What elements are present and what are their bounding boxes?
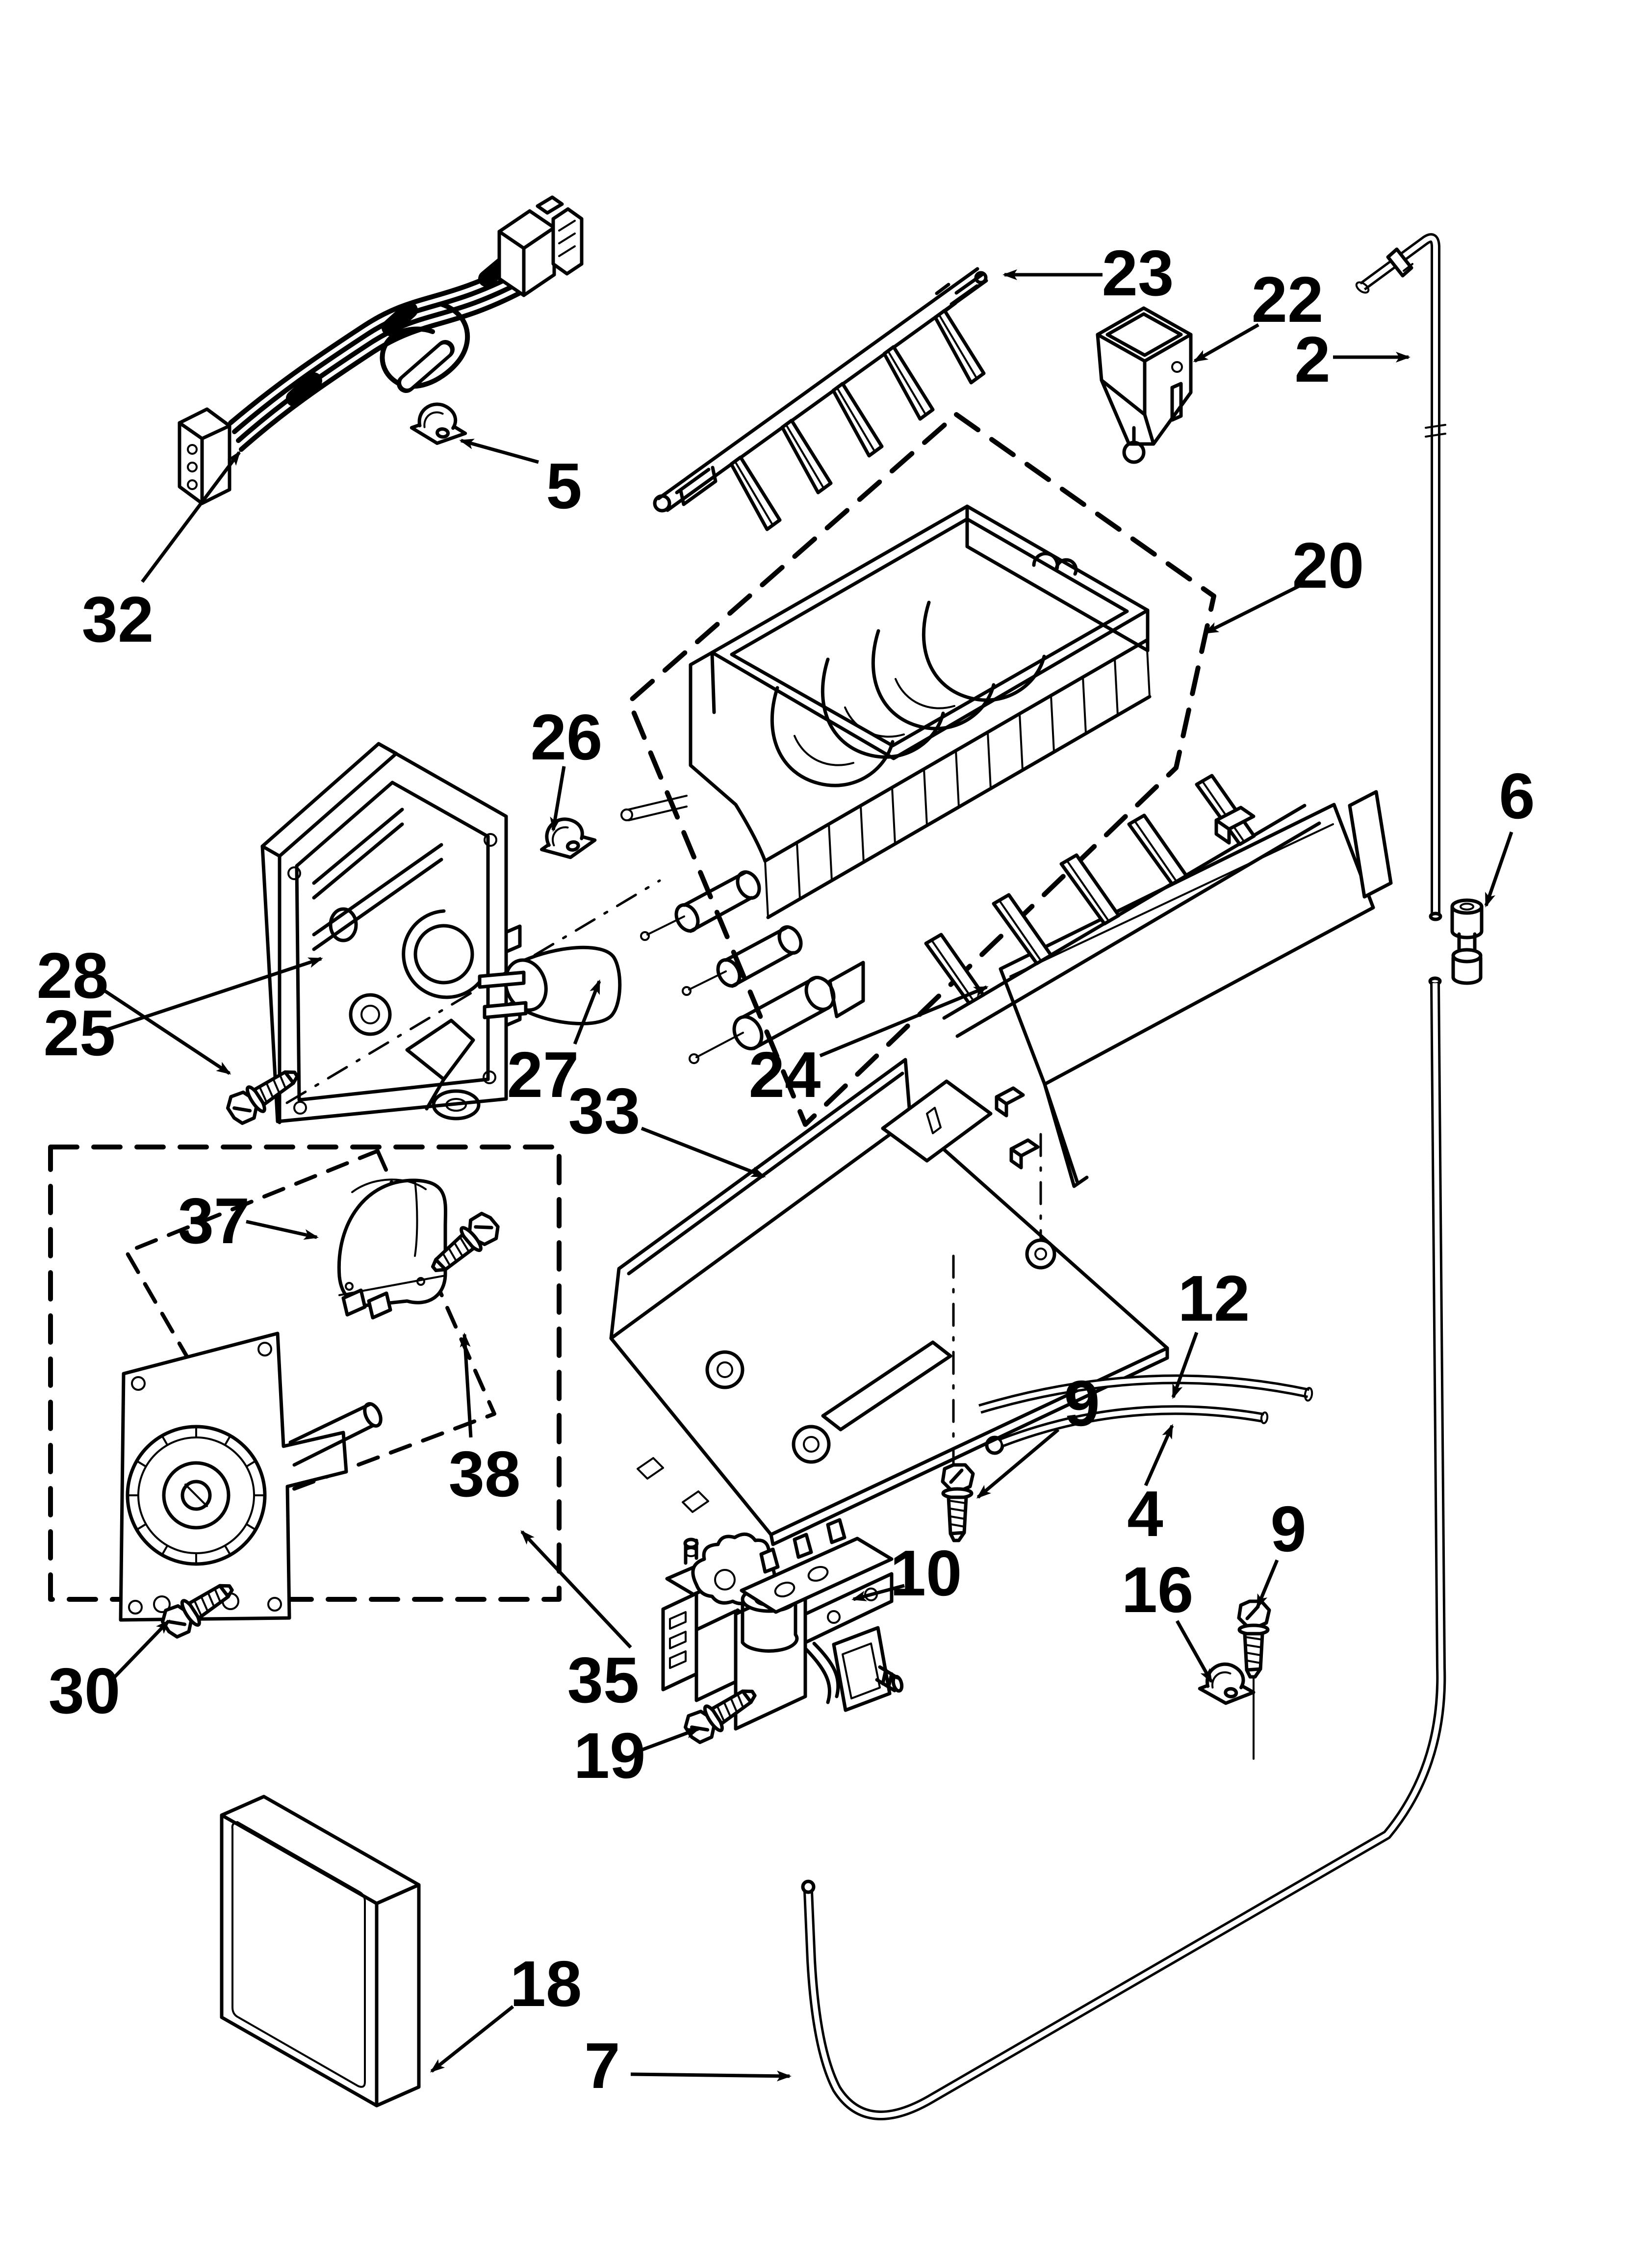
callout-label-5: 5 xyxy=(546,450,582,522)
water-fill-tube-upper xyxy=(1355,233,1446,921)
callout-label-9a: 9 xyxy=(1064,1367,1100,1439)
callout-arrow-18 xyxy=(430,2005,514,2073)
callout-arrow-24 xyxy=(819,985,989,1058)
tube-union xyxy=(1450,898,1484,985)
icemaker-mold xyxy=(620,504,1152,1064)
icemaker-cover xyxy=(220,1795,421,2108)
callout-label-26: 26 xyxy=(531,701,603,773)
harness-connector-lower xyxy=(178,407,231,505)
harness-wrap-band xyxy=(286,372,322,407)
callout-arrow-5 xyxy=(459,439,539,464)
callout-label-24: 24 xyxy=(749,1039,821,1111)
callout-label-25: 25 xyxy=(44,997,116,1069)
callout-label-2: 2 xyxy=(1294,323,1330,395)
mold-assembly-dashed-outline xyxy=(627,412,1216,1127)
harness-connector-upper xyxy=(497,195,584,297)
water-inlet-valve xyxy=(661,1518,904,1731)
callout-label-23: 23 xyxy=(1102,237,1174,309)
callout-arrow-7 xyxy=(630,2070,792,2082)
ice-stripper xyxy=(924,774,1393,1188)
callout-label-6: 6 xyxy=(1499,760,1535,832)
callout-arrow-12 xyxy=(1171,1331,1199,1399)
wire-harness xyxy=(178,195,584,505)
wire-clip xyxy=(537,814,597,862)
thermostat xyxy=(478,945,622,1025)
mold-mounting-pin xyxy=(620,795,688,821)
support-shelf xyxy=(609,1058,1169,1546)
callout-arrow-38 xyxy=(460,1332,473,1438)
callout-label-18: 18 xyxy=(510,1948,582,2020)
callout-arrow-10 xyxy=(851,1584,905,1601)
callout-label-10: 10 xyxy=(890,1537,962,1609)
mold-standoffs xyxy=(640,870,803,996)
callout-label-16: 16 xyxy=(1122,1554,1194,1626)
mold-fill-cup xyxy=(689,961,865,1064)
tube-upper-12 xyxy=(978,1374,1313,1414)
callout-arrow-35 xyxy=(520,1530,632,1649)
callout-arrow-37 xyxy=(246,1220,319,1240)
callout-arrow-30 xyxy=(113,1619,170,1678)
mold-fins xyxy=(763,638,1152,919)
harness-clip xyxy=(410,402,468,446)
callout-label-28: 28 xyxy=(37,939,109,1012)
callout-label-4: 4 xyxy=(1127,1478,1163,1550)
callout-label-20: 20 xyxy=(1292,529,1364,601)
shelf-screw xyxy=(943,1465,973,1540)
callout-arrow-28 xyxy=(104,990,231,1075)
callout-label-37: 37 xyxy=(178,1185,250,1257)
tube-lower-4 xyxy=(985,1405,1269,1455)
callout-arrow-33 xyxy=(641,1126,766,1178)
callout-arrow-9a xyxy=(976,1428,1060,1499)
gearbox-dashed-box xyxy=(48,1145,562,1602)
callout-arrow-32 xyxy=(141,450,241,583)
callout-arrow-16 xyxy=(1175,1620,1213,1684)
callout-label-19: 19 xyxy=(574,1720,646,1792)
callout-label-30: 30 xyxy=(49,1655,121,1727)
callout-arrow-19 xyxy=(637,1727,700,1753)
stripper-teeth xyxy=(924,774,1256,1005)
icemaker-module xyxy=(260,742,522,1124)
drive-motor xyxy=(337,1178,447,1320)
callout-label-35: 35 xyxy=(567,1644,640,1716)
callout-arrow-20 xyxy=(1204,584,1301,635)
callout-label-38: 38 xyxy=(449,1438,521,1510)
auger-fin xyxy=(729,309,986,531)
callout-label-33: 33 xyxy=(568,1075,641,1147)
callout-arrow-22 xyxy=(1193,323,1259,363)
fill-tube-lower xyxy=(801,976,1446,2120)
auger-shaft xyxy=(653,267,988,531)
callout-label-32: 32 xyxy=(82,583,154,655)
callout-label-12: 12 xyxy=(1178,1262,1250,1334)
callout-arrows xyxy=(104,269,1514,2082)
callout-labels: 32 5 23 22 2 20 6 25 26 27 28 33 9 12 4 … xyxy=(37,237,1535,2102)
callout-label-27: 27 xyxy=(507,1039,579,1111)
callout-arrow-27 xyxy=(573,979,601,1045)
callout-arrow-26 xyxy=(550,766,566,832)
callout-label-9b: 9 xyxy=(1270,1493,1306,1565)
gearbox-plate xyxy=(119,1331,383,1622)
callout-label-7: 7 xyxy=(584,2030,620,2102)
callout-arrow-9b xyxy=(1256,1559,1279,1609)
callout-label-22: 22 xyxy=(1252,263,1324,336)
harness-wrap-band xyxy=(382,302,418,336)
clip-screw xyxy=(1239,1601,1269,1677)
callout-arrow-6 xyxy=(1484,831,1514,908)
auger-support-bracket xyxy=(1096,306,1193,464)
callout-arrow-4 xyxy=(1144,1424,1174,1486)
